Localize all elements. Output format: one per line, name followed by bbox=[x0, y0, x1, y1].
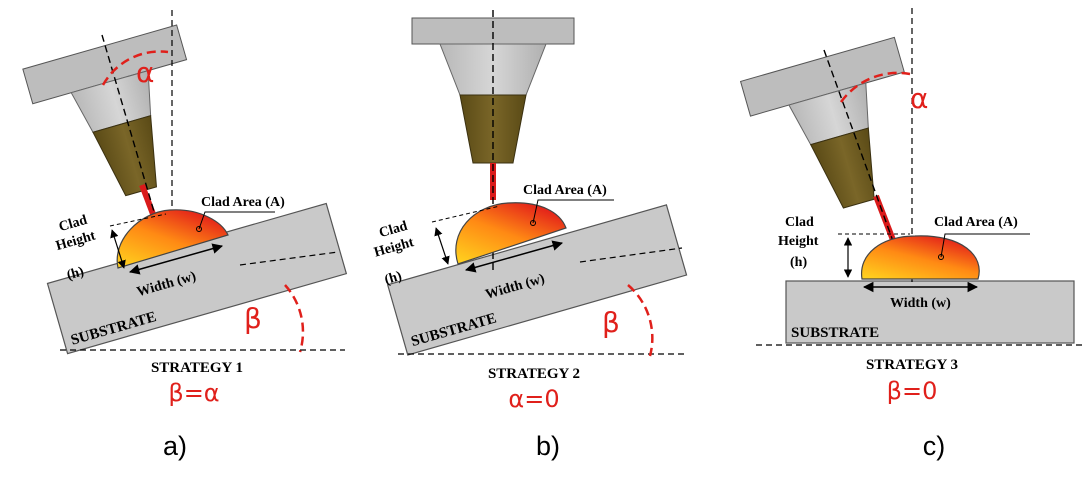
beta-symbol: β bbox=[244, 302, 262, 335]
clad-area-leader bbox=[940, 233, 1030, 258]
strategy-relation: α=0 bbox=[508, 385, 559, 413]
height-label: Height bbox=[778, 234, 819, 249]
clad-area-point bbox=[530, 220, 536, 226]
alpha-arc bbox=[839, 71, 911, 103]
substrate-extension-dashed bbox=[239, 251, 339, 266]
clad-area-label: Clad Area (A) bbox=[523, 183, 607, 198]
panel-tag: c) bbox=[923, 431, 946, 461]
clad-bead bbox=[861, 235, 980, 280]
clad-area-label: Clad Area (A) bbox=[934, 215, 1018, 230]
nozzle-axis-dashed bbox=[101, 34, 161, 233]
clad-top-dashed bbox=[431, 205, 501, 223]
clad-top-dashed bbox=[109, 213, 167, 227]
clad-area-leader bbox=[198, 211, 275, 230]
h-label: (h) bbox=[790, 255, 807, 270]
nozzle-assembly bbox=[739, 36, 905, 209]
clad-area-point bbox=[196, 226, 202, 232]
beta-arc bbox=[284, 284, 305, 353]
panel-b: SUBSTRATE Width (w) Clad Area (A) Clad H… bbox=[373, 10, 688, 461]
strategy-title: STRATEGY 3 bbox=[866, 357, 958, 373]
nozzle-assembly bbox=[22, 24, 188, 197]
height-label: Height bbox=[373, 235, 416, 261]
strategy-title: STRATEGY 2 bbox=[488, 366, 580, 382]
beta-arc bbox=[627, 284, 654, 357]
width-label: Width (w) bbox=[890, 296, 951, 311]
alpha-symbol: α bbox=[136, 56, 154, 89]
substrate-label: SUBSTRATE bbox=[791, 325, 879, 341]
h-label: (h) bbox=[65, 264, 86, 283]
nozzle-axis-dashed bbox=[823, 49, 895, 245]
substrate-extension-dashed bbox=[579, 247, 683, 263]
h-label: (h) bbox=[383, 269, 404, 288]
clad-label: Clad bbox=[785, 215, 814, 230]
panel-a: SUBSTRATE α Width (w) Clad Are bbox=[22, 10, 348, 461]
height-arrow bbox=[110, 229, 126, 269]
clad-area-leader bbox=[532, 199, 614, 224]
alpha-symbol: α bbox=[910, 82, 928, 115]
panel-tag: a) bbox=[163, 431, 187, 461]
width-arrow bbox=[128, 243, 224, 275]
panel-c: SUBSTRATE α Width (w) Clad Area (A) Clad… bbox=[739, 8, 1084, 461]
clad-area-label: Clad Area (A) bbox=[201, 195, 285, 210]
width-arrow bbox=[464, 240, 564, 273]
panel-tag: b) bbox=[536, 431, 560, 461]
strategy-title: STRATEGY 1 bbox=[151, 360, 243, 376]
height-arrow bbox=[434, 227, 450, 265]
strategy-relation: β=0 bbox=[887, 377, 938, 405]
beta-symbol: β bbox=[602, 306, 620, 339]
alpha-arc bbox=[101, 50, 169, 86]
strategy-relation: β=α bbox=[168, 379, 219, 407]
